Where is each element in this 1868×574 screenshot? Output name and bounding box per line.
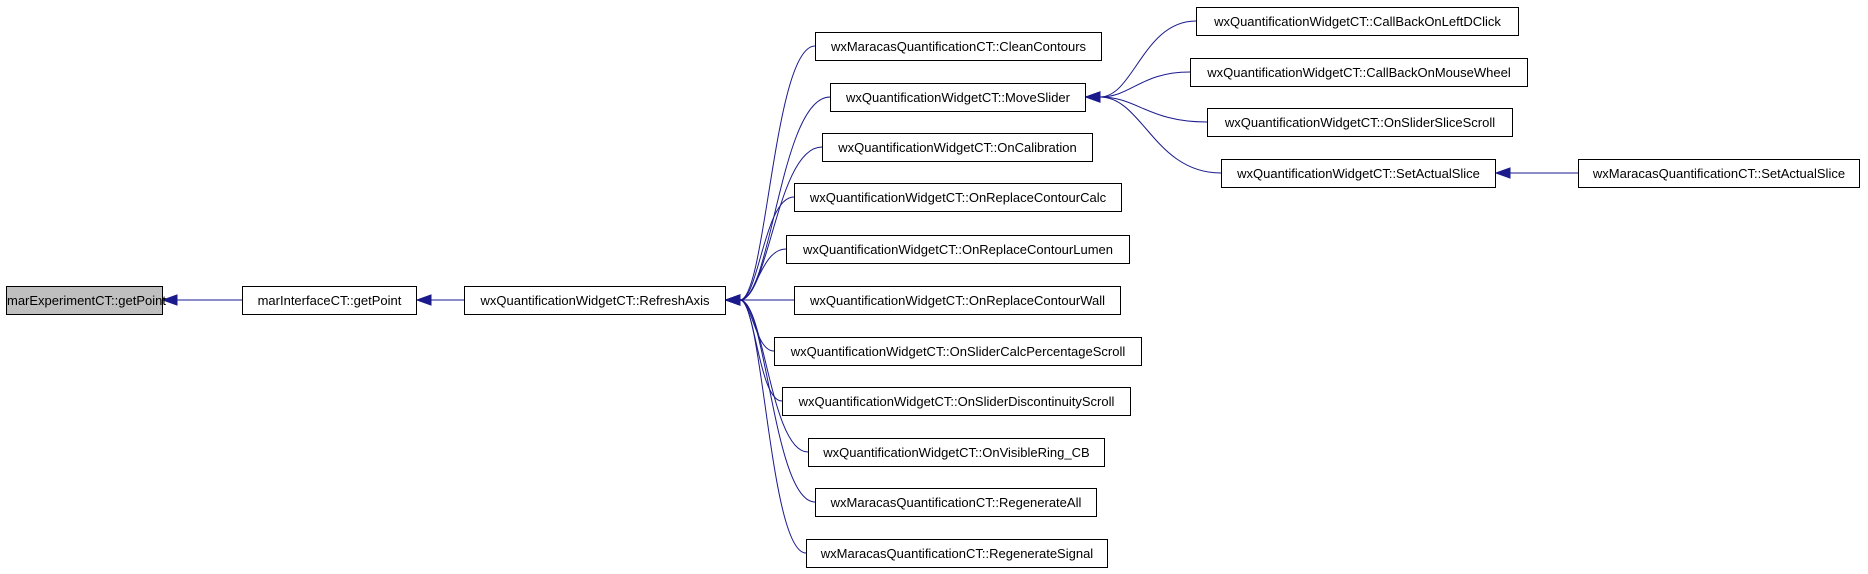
edge-OnCalibration-to-RefreshAxis [739,146,823,301]
edge-OnVisibleRing_CB-to-RefreshAxis [739,299,809,453]
node-setactualslice[interactable]: wxQuantificationWidgetCT::SetActualSlice [1221,159,1496,188]
edge-CallBackOnMouseWheel-to-MoveSlider [1099,71,1191,98]
node-regenerateall[interactable]: wxMaracasQuantificationCT::RegenerateAll [815,488,1097,517]
edge-OnSliderCalcPercentageScroll-to-RefreshAxis [739,299,775,352]
node-marexperimentct-getpoint: marExperimentCT::getPoint [6,286,166,315]
edge-RegenerateAll-to-RefreshAxis [739,299,816,503]
node-callbackonmousewheel[interactable]: wxQuantificationWidgetCT::CallBackOnMous… [1190,58,1528,87]
node-marinterfacect-getpoint[interactable]: marInterfaceCT::getPoint [242,286,417,315]
node-onsliderdiscontinuityscroll[interactable]: wxQuantificationWidgetCT::OnSliderDiscon… [782,387,1131,416]
node-callbackonleftdclick[interactable]: wxQuantificationWidgetCT::CallBackOnLeft… [1196,7,1519,36]
edge-arrowhead [161,294,178,306]
edge-SetActualSlice-to-MoveSlider [1099,96,1222,174]
edge-arrowhead [1494,167,1511,179]
edge-OnReplaceContourLumen-to-RefreshAxis [739,248,787,301]
node-cleancontours[interactable]: wxMaracasQuantificationCT::CleanContours [815,32,1102,61]
node-onsliderslicescroll[interactable]: wxQuantificationWidgetCT::OnSliderSliceS… [1207,108,1513,137]
node-onslidercalcpercentagescroll[interactable]: wxQuantificationWidgetCT::OnSliderCalcPe… [774,337,1142,366]
edge-arrowhead [415,294,432,306]
edge-CallBackOnLeftDClick-to-MoveSlider [1099,20,1197,98]
edge-RegenerateSignal-to-RefreshAxis [739,299,807,554]
node-onreplacecontourcalc[interactable]: wxQuantificationWidgetCT::OnReplaceConto… [794,183,1122,212]
node-onreplacecontourlumen[interactable]: wxQuantificationWidgetCT::OnReplaceConto… [786,235,1130,264]
node-oncalibration[interactable]: wxQuantificationWidgetCT::OnCalibration [822,133,1093,162]
node-onreplacecontourwall[interactable]: wxQuantificationWidgetCT::OnReplaceConto… [794,286,1121,315]
node-refreshaxis[interactable]: wxQuantificationWidgetCT::RefreshAxis [464,286,726,315]
edge-OnReplaceContourCalc-to-RefreshAxis [739,196,795,301]
node-moveslider[interactable]: wxQuantificationWidgetCT::MoveSlider [830,83,1086,112]
node-mq-setactualslice[interactable]: wxMaracasQuantificationCT::SetActualSlic… [1578,159,1860,188]
edge-arrowhead [724,294,741,306]
node-regeneratesignal[interactable]: wxMaracasQuantificationCT::RegenerateSig… [806,539,1108,568]
node-onvisiblering-cb[interactable]: wxQuantificationWidgetCT::OnVisibleRing_… [808,438,1105,467]
edge-OnSliderSliceScroll-to-MoveSlider [1099,96,1208,123]
edge-CleanContours-to-RefreshAxis [739,45,816,301]
edge-arrowhead [1084,91,1101,103]
